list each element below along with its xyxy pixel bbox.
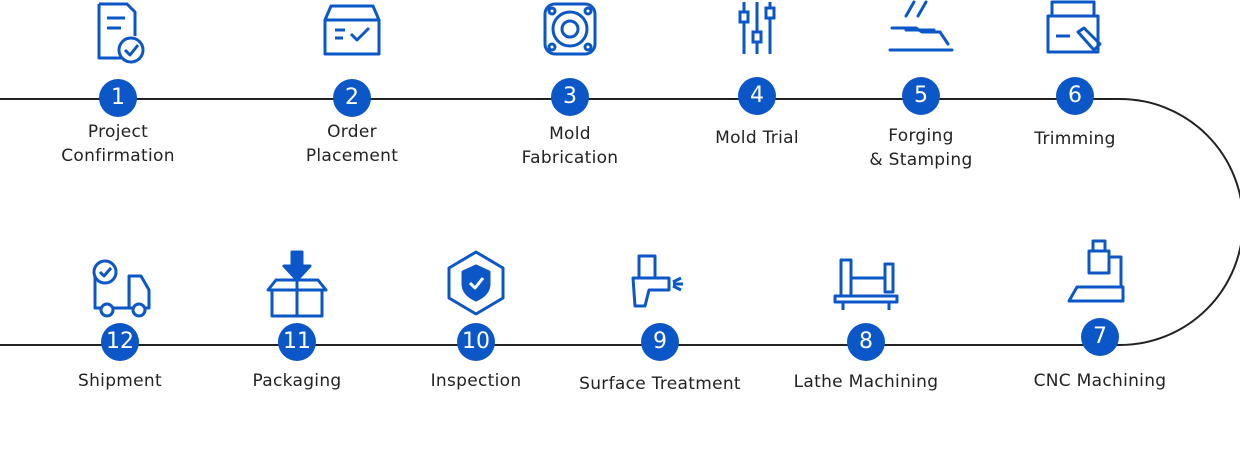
step-label: Packaging [252,371,342,391]
step-number-badge: 12 [101,323,139,361]
step-label: Lathe Machining [793,372,939,392]
step-number-badge: 4 [738,77,776,115]
trimming-icon [1040,0,1110,62]
step-number-badge: 2 [333,79,371,117]
step-label: CNC Machining [1033,371,1167,391]
step-number-badge: 3 [551,78,589,116]
spray-gun-icon [625,252,695,322]
forging-icon [886,0,956,64]
mold-icon [535,0,605,64]
step-label: Mold Fabrication [521,124,619,168]
document-check-icon [83,0,153,68]
step-number-badge: 10 [457,323,495,361]
step-label: Mold Trial [715,128,799,148]
step-label: Inspection [430,371,522,391]
lathe-icon [831,250,901,320]
step-number-badge: 7 [1081,318,1119,356]
step-label: Forging & Stamping [869,126,973,170]
step-number-badge: 6 [1056,77,1094,115]
step-label: Trimming [1034,129,1116,149]
step-label: Shipment [78,371,162,391]
step-number-badge: 5 [902,77,940,115]
step-label: Project Confirmation [61,122,175,166]
step-number-badge: 9 [641,323,679,361]
step-label: Order Placement [305,122,399,166]
step-number-badge: 11 [278,323,316,361]
cnc-machine-icon [1065,235,1135,305]
truck-icon [85,252,155,322]
sliders-icon [722,0,792,64]
step-number-badge: 8 [847,323,885,361]
package-icon [262,250,332,320]
shield-check-icon [441,248,511,318]
step-label: Surface Treatment [579,374,741,394]
box-check-icon [317,0,387,64]
step-number-badge: 1 [99,79,137,117]
